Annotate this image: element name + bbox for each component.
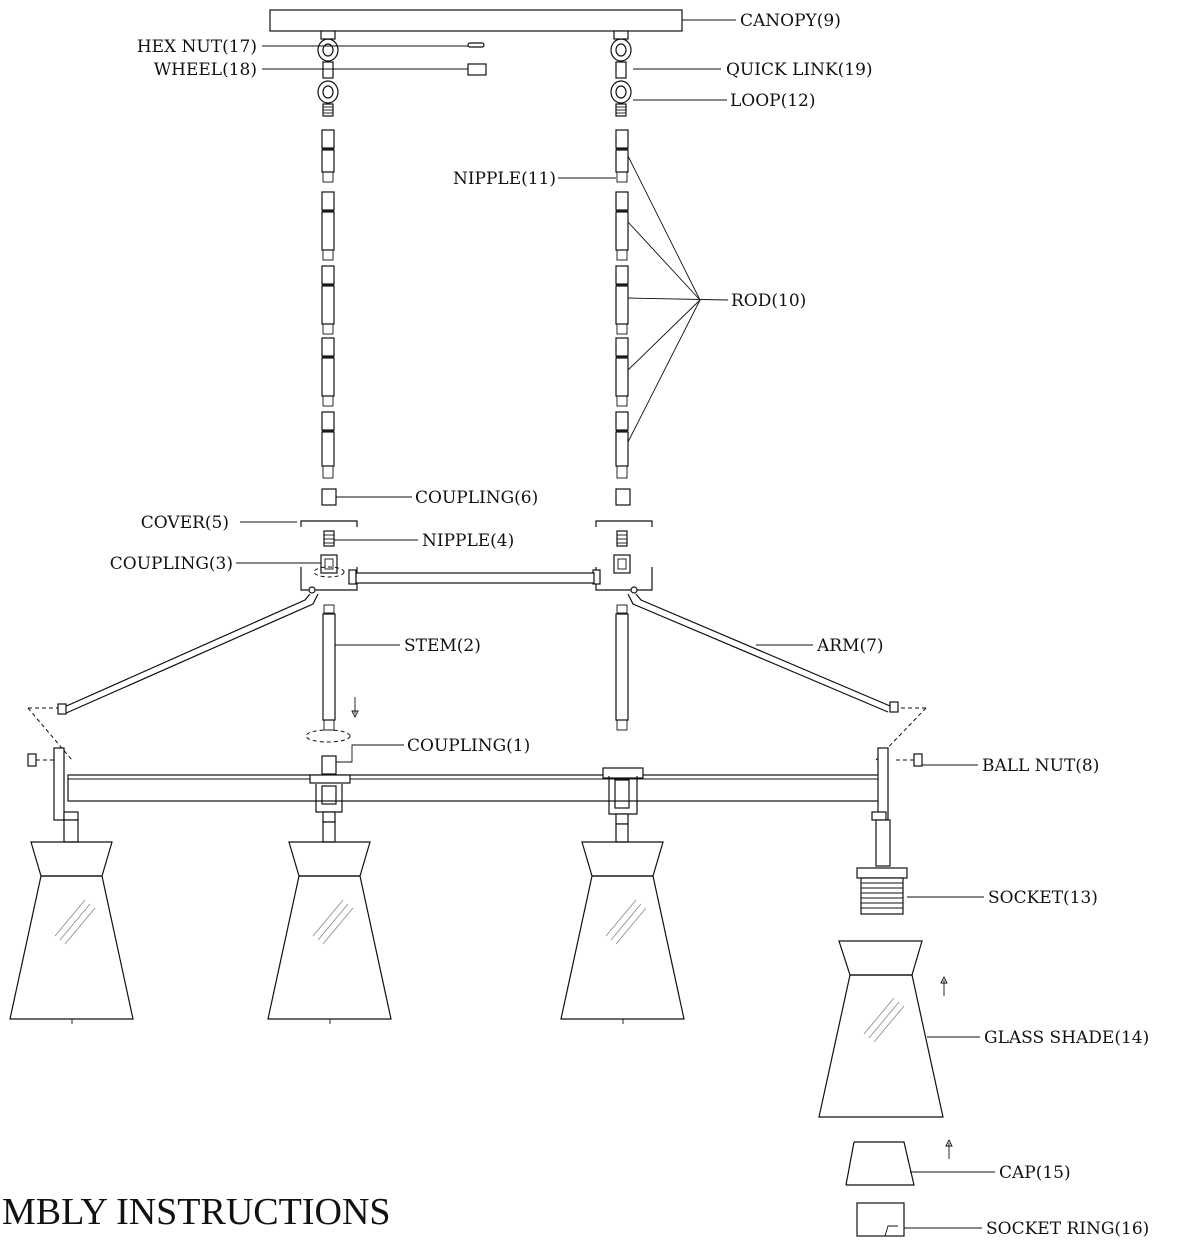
- label-rod: ROD(10): [731, 291, 806, 311]
- page-title: MBLY INSTRUCTIONS: [2, 1191, 391, 1233]
- left-stem: [322, 604, 336, 731]
- label-loop: LOOP(12): [730, 91, 816, 111]
- glass-shade-exploded: [818, 940, 944, 1118]
- left-rod-stack: [321, 129, 335, 479]
- label-coupling-3: COUPLING(3): [110, 554, 233, 574]
- pendant-stem-4: [875, 819, 891, 867]
- rod-segment: [615, 411, 629, 479]
- left-nipple-4: [323, 530, 335, 547]
- up-arrow-icon: [940, 975, 948, 996]
- label-coupling-6: COUPLING(6): [415, 488, 538, 508]
- up-arrow-icon-2: [945, 1138, 953, 1159]
- left-arm-guide: [27, 707, 73, 761]
- left-coupling-3: [320, 554, 338, 574]
- pendant-stem-1: [63, 819, 79, 843]
- label-nipple-4: NIPPLE(4): [422, 531, 514, 551]
- rod-segment: [321, 337, 335, 407]
- pendant-stem-2: [322, 821, 336, 843]
- upper-crossbar: [355, 572, 595, 584]
- leader-lines: [236, 19, 995, 1229]
- label-arm: ARM(7): [816, 636, 884, 656]
- rod-segment: [615, 191, 629, 261]
- socket-ring-part: [856, 1202, 905, 1237]
- right-hanger: [610, 30, 632, 117]
- label-cover: COVER(5): [141, 513, 229, 533]
- right-ball-nut: [913, 753, 923, 767]
- left-bar-end: [53, 747, 79, 821]
- canopy: [269, 9, 683, 32]
- left-arm: [57, 586, 319, 715]
- left-hanger: [317, 30, 339, 117]
- glass-shade-1: [9, 841, 134, 1024]
- right-stem: [615, 604, 629, 731]
- label-glass-shade: GLASS SHADE(14): [984, 1028, 1149, 1048]
- coupling-1: [321, 755, 337, 775]
- rod-segment: [615, 129, 629, 183]
- label-quick-link: QUICK LINK(19): [726, 60, 873, 80]
- right-coupling-6: [615, 488, 631, 506]
- label-nipple-11: NIPPLE(11): [453, 169, 556, 189]
- clamp-left-middle: [309, 774, 351, 823]
- cap-part: [845, 1141, 915, 1186]
- rod-segment: [321, 191, 335, 261]
- right-coupling-3: [613, 554, 631, 574]
- label-ball-nut: BALL NUT(8): [982, 756, 1099, 776]
- rod-segment: [615, 265, 629, 335]
- left-ball-nut: [27, 753, 37, 767]
- right-arm: [627, 586, 899, 713]
- coupling-1-rotation-guide: [305, 729, 351, 743]
- glass-shade-2: [267, 841, 392, 1024]
- label-canopy: CANOPY(9): [740, 11, 841, 31]
- rod-segment: [321, 411, 335, 479]
- glass-shade-3: [560, 841, 685, 1024]
- socket-part: [856, 867, 908, 915]
- right-cover: [595, 520, 653, 527]
- label-wheel: WHEEL(18): [154, 60, 257, 80]
- down-arrow-icon: [351, 697, 359, 719]
- wheel-part: [467, 63, 487, 76]
- label-socket: SOCKET(13): [988, 888, 1098, 908]
- pendant-stem-3: [615, 823, 629, 843]
- right-nipple-4: [616, 530, 628, 547]
- clamp-right-middle: [602, 767, 644, 825]
- left-coupling-6: [321, 488, 337, 506]
- right-rod-stack: [615, 129, 629, 479]
- label-socket-ring: SOCKET RING(16): [986, 1219, 1149, 1239]
- rod-segment: [321, 265, 335, 335]
- hex-nut-part: [467, 42, 485, 48]
- label-cap: CAP(15): [999, 1163, 1071, 1183]
- rod-segment: [615, 337, 629, 407]
- main-bar: [67, 774, 887, 802]
- label-coupling-1: COUPLING(1): [407, 736, 530, 756]
- rod-segment: [321, 129, 335, 183]
- label-hex-nut: HEX NUT(17): [137, 37, 257, 57]
- label-stem: STEM(2): [404, 636, 481, 656]
- left-cover: [300, 520, 358, 527]
- right-arm-guide: [875, 707, 927, 761]
